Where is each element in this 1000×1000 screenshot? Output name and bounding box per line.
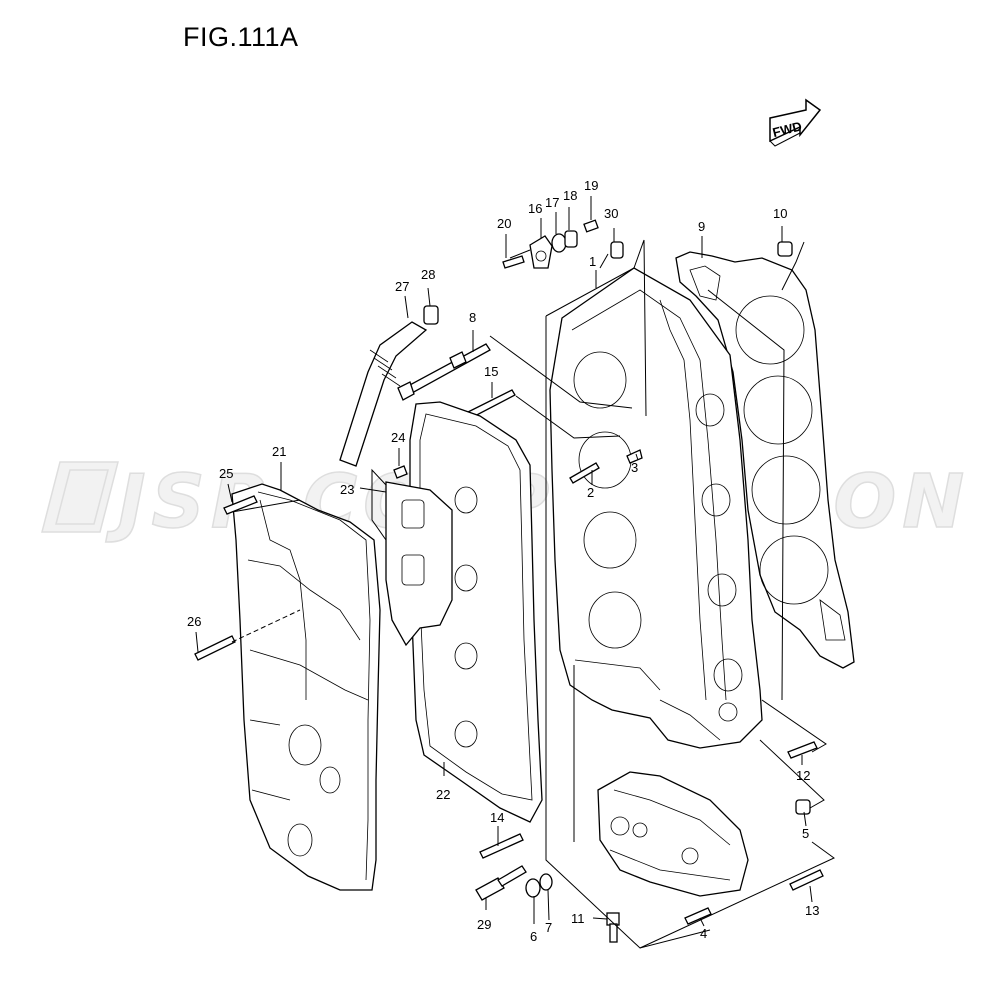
callout-10: 10 <box>773 206 787 221</box>
bolt <box>569 462 600 484</box>
dowel-pin <box>795 799 811 815</box>
bolt <box>789 869 824 891</box>
collar <box>564 230 578 248</box>
callout-30: 30 <box>604 206 618 221</box>
washer <box>539 873 553 891</box>
callout-18: 18 <box>563 188 577 203</box>
callout-11: 11 <box>571 911 585 926</box>
plug <box>610 241 624 259</box>
banjo-bolt <box>606 912 620 943</box>
bolt-19 <box>583 219 599 233</box>
callout-28: 28 <box>421 267 435 282</box>
figure-title: FIG.111A <box>183 22 299 52</box>
callout-9: 9 <box>698 219 705 234</box>
bolt <box>684 907 712 925</box>
callout-1: 1 <box>589 254 596 269</box>
callout-7: 7 <box>545 920 552 935</box>
separator-plate <box>385 481 453 647</box>
cylinder-head-cover <box>231 483 381 891</box>
callout-25: 25 <box>219 466 233 481</box>
washer <box>525 878 541 898</box>
callout-27: 27 <box>395 279 409 294</box>
cover-plate-assembly <box>502 219 599 269</box>
pin <box>626 449 643 464</box>
cover-plate <box>529 235 553 269</box>
callout-24: 24 <box>391 430 405 445</box>
long-bolt <box>397 343 491 401</box>
fwd-arrow-icon: FWD <box>769 98 822 147</box>
callout-14: 14 <box>490 810 504 825</box>
bolt <box>787 741 818 759</box>
o-ring <box>551 233 567 253</box>
callout-20: 20 <box>497 216 511 231</box>
cylinder-head-gasket <box>675 251 855 669</box>
bolt <box>223 495 258 515</box>
callout-3: 3 <box>631 460 638 475</box>
hose-clamp <box>423 305 439 325</box>
cylinder-head <box>549 267 763 749</box>
watermark-logo <box>41 461 119 533</box>
callout-23: 23 <box>340 482 354 497</box>
bracket-assembly <box>597 771 749 897</box>
bolt-20 <box>502 255 525 269</box>
callout-12: 12 <box>796 768 810 783</box>
callout-8: 8 <box>469 310 476 325</box>
breather-hose <box>339 305 439 467</box>
callout-17: 17 <box>545 195 559 210</box>
bolt <box>393 465 408 479</box>
fwd-label: FWD <box>771 118 803 140</box>
leader-lines <box>195 196 835 949</box>
callout-6: 6 <box>530 929 537 944</box>
callout-4: 4 <box>700 926 707 941</box>
callout-29: 29 <box>477 917 491 932</box>
callout-16: 16 <box>528 201 542 216</box>
callout-2: 2 <box>587 485 594 500</box>
dowel-pin <box>777 241 793 257</box>
bolt <box>194 635 236 661</box>
callout-21: 21 <box>272 444 286 459</box>
callout-26: 26 <box>187 614 201 629</box>
bolt <box>479 833 524 859</box>
callout-5: 5 <box>802 826 809 841</box>
callout-22: 22 <box>436 787 450 802</box>
callout-19: 19 <box>584 178 598 193</box>
callout-15: 15 <box>484 364 498 379</box>
temperature-sensor <box>475 865 527 901</box>
callout-labels: 1 2 3 4 5 6 7 8 9 10 11 12 13 14 15 16 1… <box>187 178 819 944</box>
callout-13: 13 <box>805 903 819 918</box>
